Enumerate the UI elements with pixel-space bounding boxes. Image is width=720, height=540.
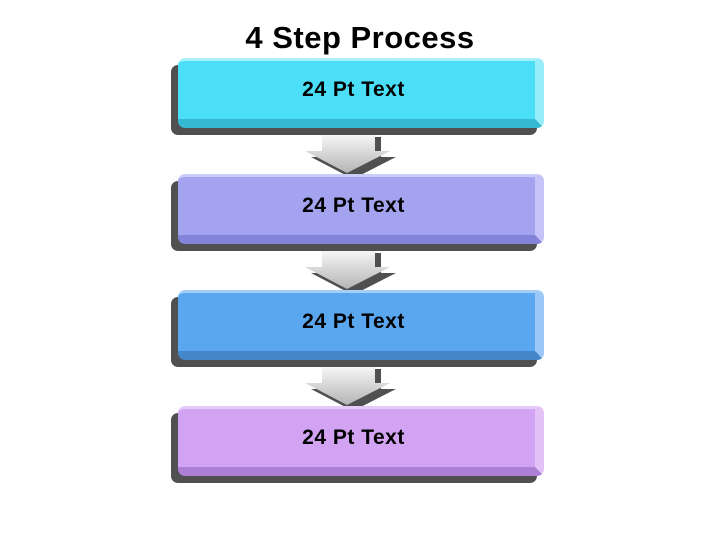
slide-title: 4 Step Process [245, 20, 475, 55]
step-4-label: 24 Pt Text [302, 426, 405, 449]
process-step-box-1[interactable]: 24 Pt Text [178, 58, 544, 128]
process-step-box-3[interactable]: 24 Pt Text [178, 290, 544, 360]
step-2-label: 24 Pt Text [302, 194, 405, 217]
down-arrow-icon-2 [305, 247, 396, 295]
arrow-shape [305, 131, 390, 173]
step-3-label: 24 Pt Text [302, 310, 405, 333]
process-step-box-4[interactable]: 24 Pt Text [178, 406, 544, 476]
step-1-label: 24 Pt Text [302, 78, 405, 101]
arrow-shape [305, 363, 390, 405]
down-arrow-icon-1 [305, 131, 396, 179]
process-step-box-2[interactable]: 24 Pt Text [178, 174, 544, 244]
down-arrow-icon-3 [305, 363, 396, 411]
arrow-shape [305, 247, 390, 289]
